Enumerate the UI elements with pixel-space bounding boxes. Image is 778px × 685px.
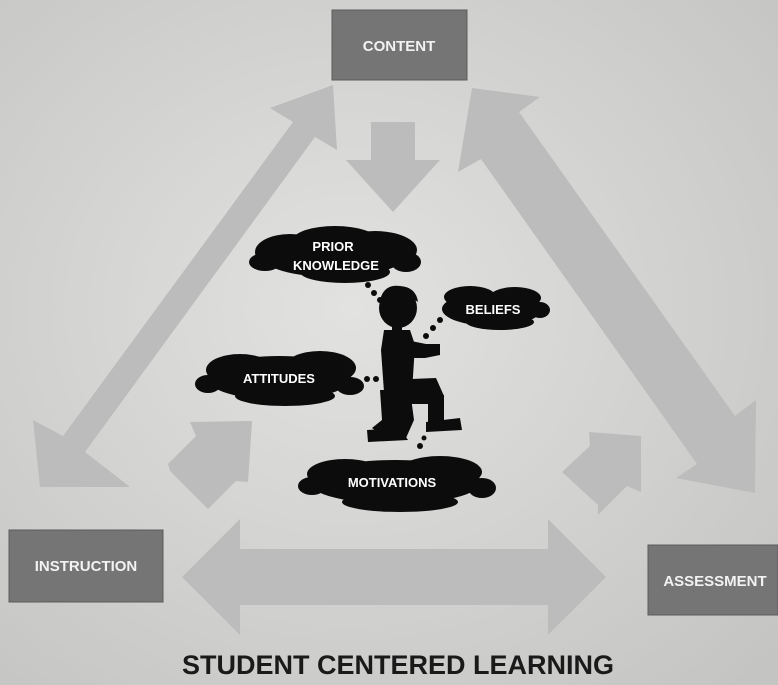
cloud-beliefs xyxy=(442,286,550,330)
cloud-label-motivations: MOTIVATIONS xyxy=(348,475,437,490)
arrow-content-down xyxy=(346,122,440,212)
content-node: CONTENT xyxy=(331,9,468,81)
cloud-attitudes xyxy=(195,351,364,406)
arrow-instruction-assessment xyxy=(182,519,606,635)
diagram-title: STUDENT CENTERED LEARNING xyxy=(182,650,614,680)
arrow-assessment-student xyxy=(562,432,641,515)
arrow-instruction-student xyxy=(168,421,252,509)
cloud-label-knowledge: KNOWLEDGE xyxy=(293,258,379,273)
arrow-instruction-content xyxy=(33,85,337,487)
cloud-label-attitudes: ATTITUDES xyxy=(243,371,315,386)
content-label: CONTENT xyxy=(363,38,436,55)
cloud-label-prior: PRIOR xyxy=(312,239,354,254)
arrow-content-assessment xyxy=(458,88,756,493)
student-silhouette-icon xyxy=(367,285,462,442)
cloud-label-beliefs: BELIEFS xyxy=(466,302,521,317)
assessment-node: ASSESSMENT xyxy=(647,544,778,616)
instruction-node: INSTRUCTION xyxy=(8,529,164,603)
cloud-prior-knowledge xyxy=(249,226,421,283)
assessment-label: ASSESSMENT xyxy=(663,573,766,590)
instruction-label: INSTRUCTION xyxy=(35,558,138,575)
cloud-motivations xyxy=(298,456,496,512)
